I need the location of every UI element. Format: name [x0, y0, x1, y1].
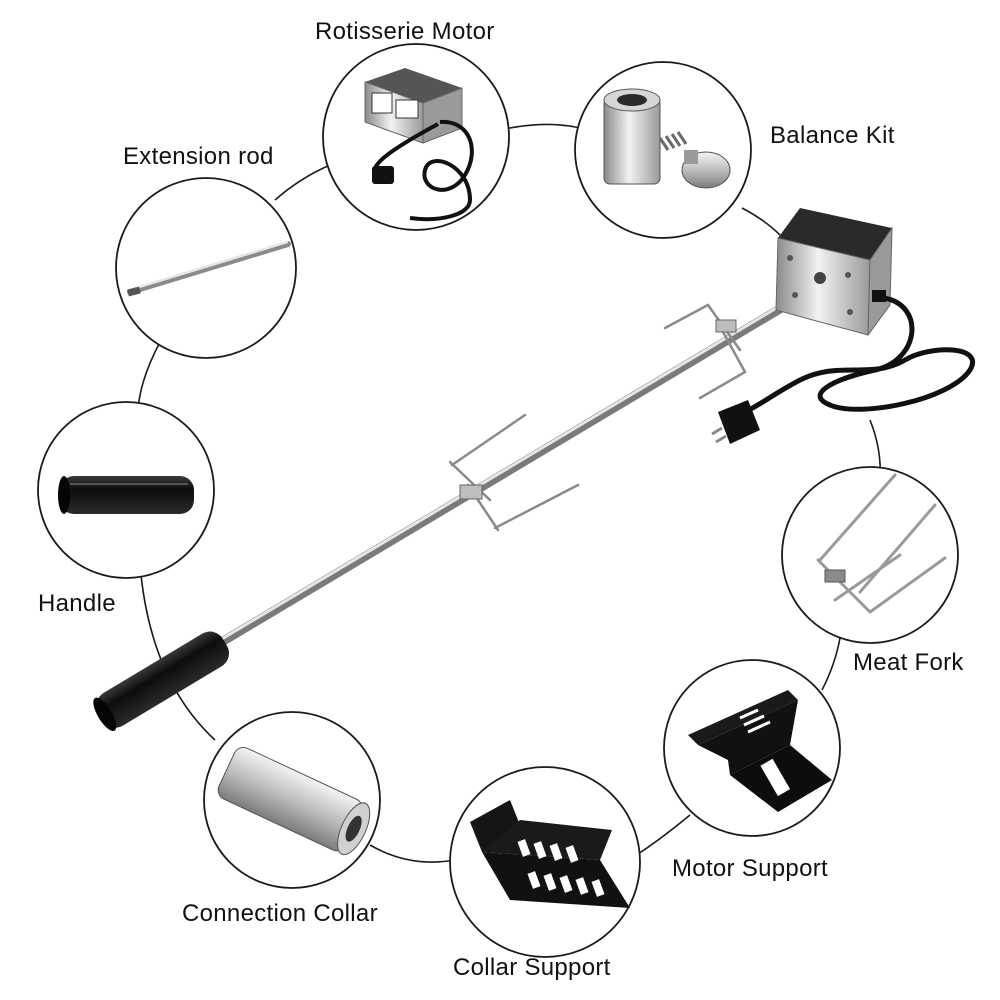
- label-collar-support: Collar Support: [453, 954, 611, 981]
- circle-balance-kit: [574, 61, 752, 239]
- spit-motor-cord: [742, 295, 975, 415]
- spit-handle: [93, 631, 230, 732]
- connector-extension-handle: [137, 341, 161, 411]
- spit-fork-lower: [448, 413, 580, 532]
- assembled-rotisserie: [93, 208, 975, 732]
- motor-support-image: [688, 690, 832, 812]
- label-motor-support: Motor Support: [672, 855, 828, 882]
- label-handle: Handle: [38, 590, 116, 617]
- extension-rod-image: [127, 241, 291, 297]
- connector-collarsupport-motorsupport: [631, 814, 691, 859]
- connector-collar-collarsupport: [369, 844, 456, 863]
- meat-fork-image: [816, 473, 947, 614]
- label-meat-fork: Meat Fork: [853, 649, 964, 676]
- balance-kit-image: [603, 88, 731, 189]
- spit-rod: [200, 280, 825, 657]
- collar-support-image: [470, 800, 630, 908]
- circle-meat-fork: [781, 466, 959, 644]
- connector-motor-balance: [499, 123, 581, 131]
- label-extension-rod: Extension rod: [123, 143, 274, 170]
- connector-motor-extension: [274, 164, 331, 201]
- rotisserie-motor-image: [364, 68, 474, 222]
- spit-fork-upper: [663, 303, 747, 400]
- spit-motor-plug: [711, 400, 760, 444]
- label-balance-kit: Balance Kit: [770, 122, 895, 149]
- label-rotisserie-motor: Rotisserie Motor: [315, 18, 495, 45]
- connection-collar-image: [217, 746, 371, 856]
- connector-motorsupport-meatfork: [821, 637, 841, 691]
- label-connection-collar: Connection Collar: [182, 900, 378, 927]
- handle-image: [58, 476, 194, 514]
- connector-balance-motor: [741, 207, 781, 236]
- spit-motor: [775, 208, 893, 337]
